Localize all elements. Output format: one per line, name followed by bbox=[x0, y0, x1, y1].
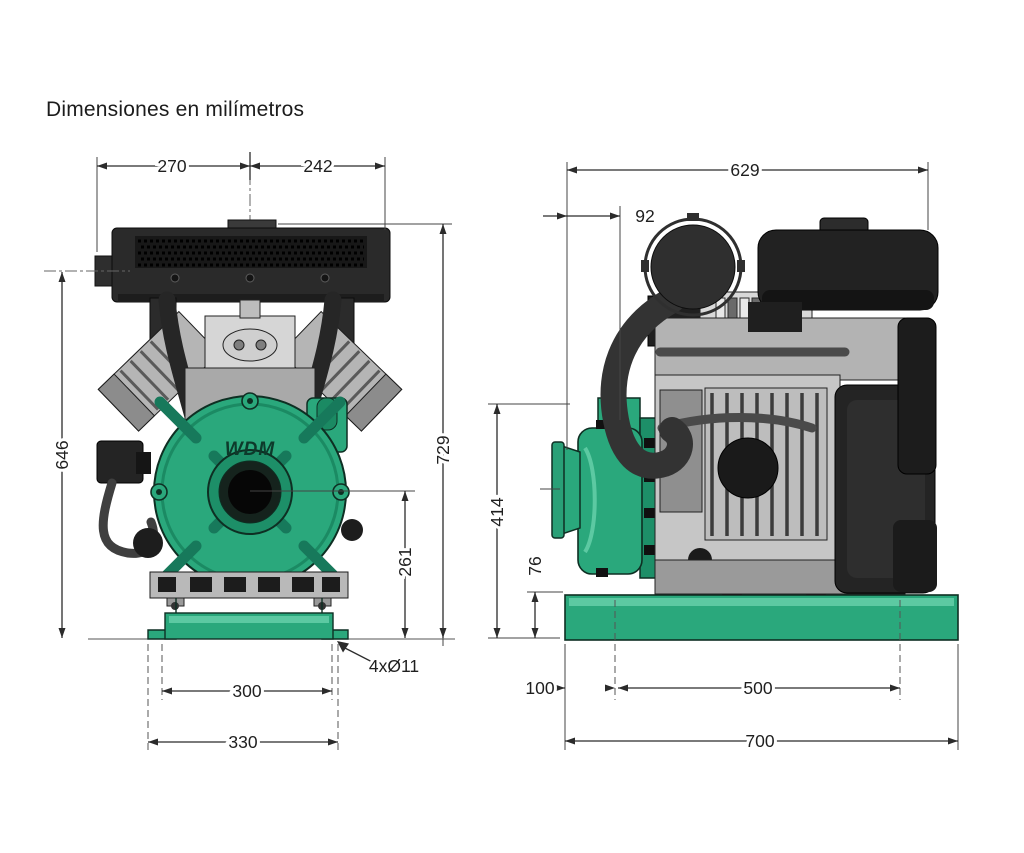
cylinder-left bbox=[97, 310, 220, 432]
air-cleaner bbox=[600, 213, 745, 479]
dim-100: 100 bbox=[525, 678, 554, 698]
dim-414: 414 bbox=[487, 497, 507, 526]
dim-300: 300 bbox=[232, 681, 261, 701]
dim-330: 330 bbox=[228, 732, 257, 752]
dim-646: 646 bbox=[52, 440, 72, 469]
fuel-tank bbox=[748, 217, 939, 332]
front-dimensions: 270 242 646 729 261 bbox=[44, 152, 456, 755]
dim-92: 92 bbox=[635, 206, 654, 226]
brand-logo: WDM bbox=[225, 439, 276, 460]
pump-suction-flange bbox=[551, 441, 565, 539]
page-title: Dimensiones en milímetros bbox=[46, 98, 305, 121]
dim-261: 261 bbox=[395, 547, 415, 576]
dim-729: 729 bbox=[433, 435, 453, 464]
dim-629: 629 bbox=[730, 160, 759, 180]
engine-side bbox=[647, 291, 937, 595]
side-view: 629 92 414 76 100 bbox=[484, 157, 959, 754]
pump-front: WDM bbox=[150, 392, 350, 592]
dim-500: 500 bbox=[743, 678, 772, 698]
dim-4x-d11: 4xØ11 bbox=[369, 656, 419, 676]
mounting-bracket bbox=[149, 571, 349, 599]
dim-76: 76 bbox=[525, 556, 545, 575]
base-front bbox=[147, 571, 349, 640]
air-cleaner-body bbox=[650, 224, 736, 310]
dim-700: 700 bbox=[745, 731, 774, 751]
muffler-grille bbox=[135, 236, 367, 268]
base-side bbox=[564, 588, 959, 641]
front-view: WDM bbox=[44, 152, 456, 755]
dim-242: 242 bbox=[303, 156, 332, 176]
dim-270: 270 bbox=[157, 156, 186, 176]
carburetor bbox=[222, 328, 278, 362]
side-dimensions: 629 92 414 76 100 bbox=[484, 157, 959, 754]
pump-shaft-hub bbox=[228, 470, 272, 514]
starter-side bbox=[893, 520, 937, 592]
intake-tube bbox=[600, 287, 693, 479]
